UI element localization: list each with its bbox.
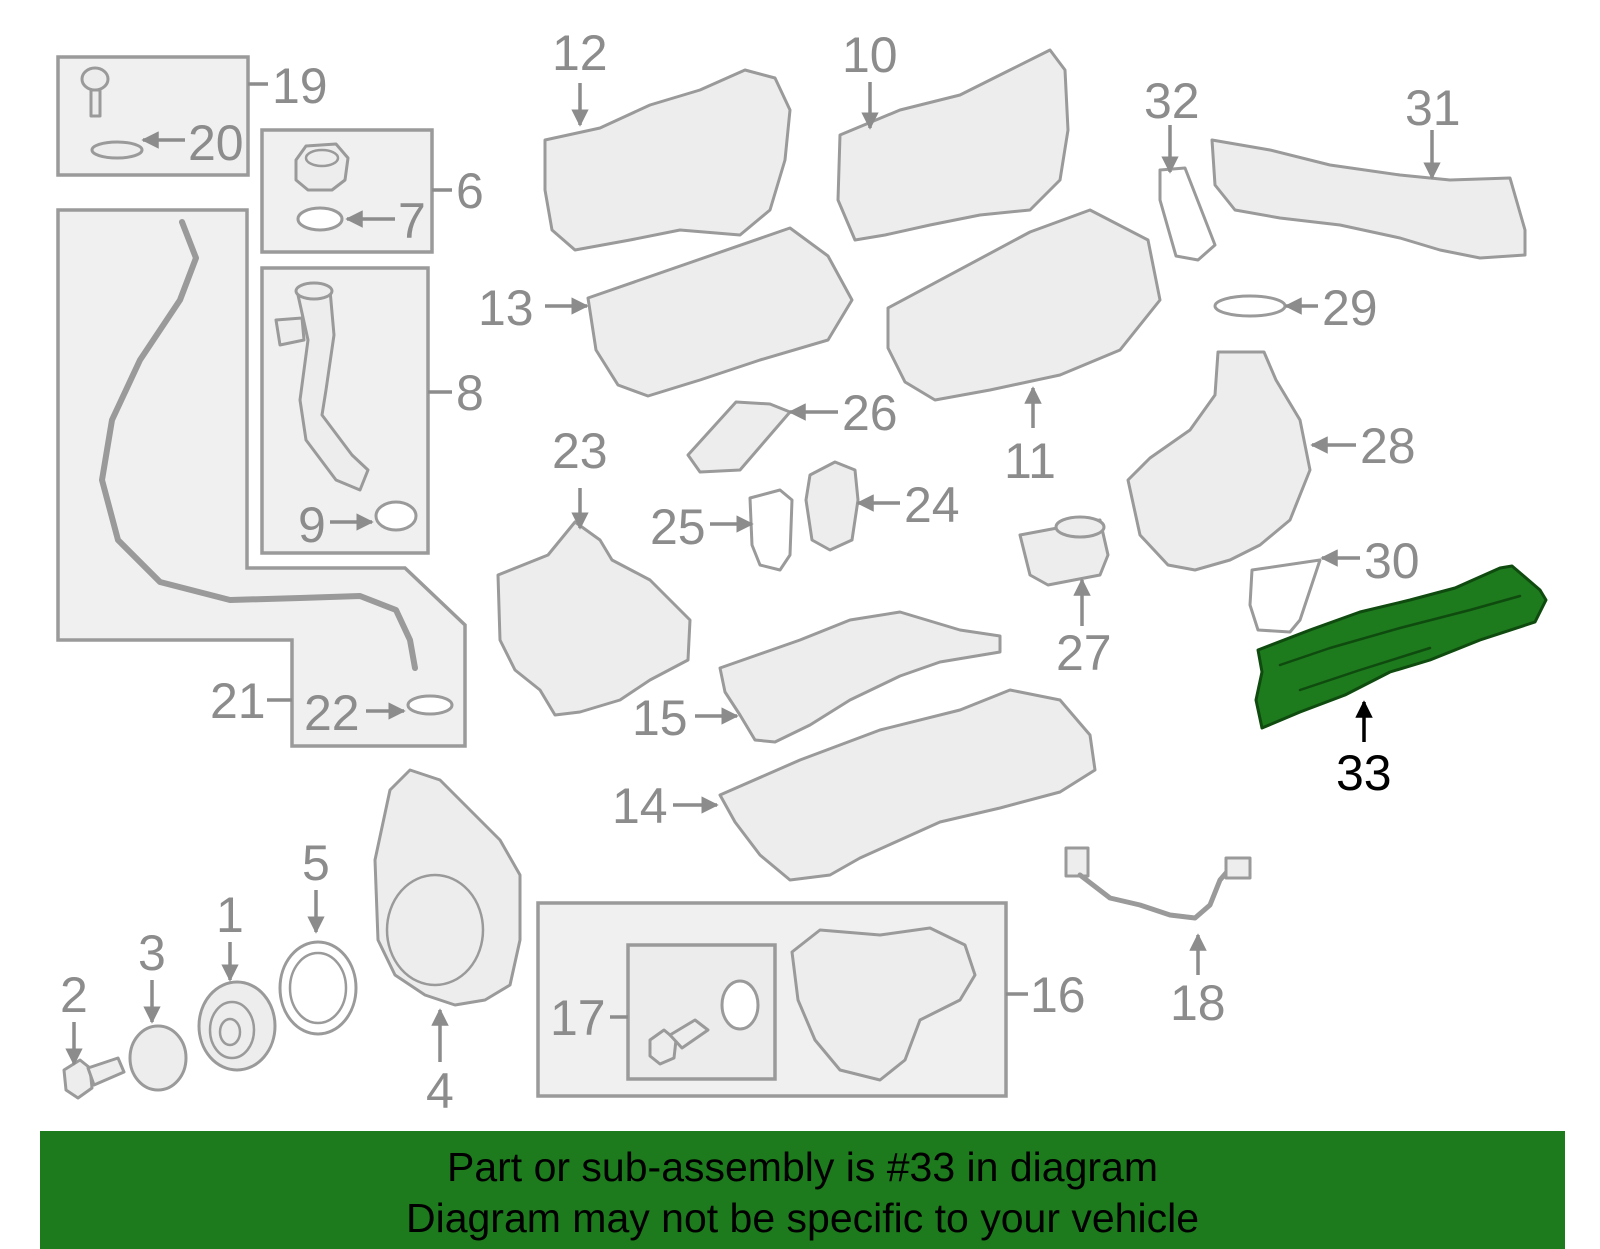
part-8-oil-filler-tube[interactable] — [274, 281, 370, 492]
part-6-oil-filler-cap[interactable] — [294, 142, 350, 192]
part-7-o-ring[interactable] — [296, 206, 344, 232]
part-22-seal[interactable] — [406, 694, 454, 716]
part-31-intake-pipe[interactable] — [1210, 138, 1527, 260]
group-box-6-7 — [260, 128, 434, 254]
part-33-detail — [1278, 594, 1522, 692]
callout-10: 10 — [842, 27, 898, 83]
part-1-pulley[interactable] — [197, 980, 277, 1072]
part-17-drain-plug[interactable] — [648, 979, 760, 1066]
callout-29: 29 — [1322, 280, 1378, 336]
part-28-duct[interactable] — [1126, 350, 1312, 572]
callout-19: 19 — [272, 58, 328, 114]
part-12-gasket[interactable] — [543, 68, 792, 252]
callout-14: 14 — [612, 778, 668, 834]
part-27-oil-filter[interactable] — [1018, 515, 1110, 587]
callout-1: 1 — [216, 887, 244, 943]
part-4-detail — [385, 873, 485, 987]
callout-8: 8 — [456, 365, 484, 421]
callout-24: 24 — [904, 477, 960, 533]
callout-7: 7 — [398, 193, 426, 249]
callout-26: 26 — [842, 385, 898, 441]
part-29-ring[interactable] — [1213, 294, 1287, 318]
part-25-gasket[interactable] — [748, 488, 794, 572]
banner-line-1: Part or sub-assembly is #33 in diagram — [447, 1144, 1158, 1190]
callout-5: 5 — [302, 835, 330, 891]
callout-22: 22 — [304, 685, 360, 741]
part-32-gasket[interactable] — [1158, 166, 1217, 262]
callout-11: 11 — [1004, 433, 1056, 489]
callout-33: 33 — [1336, 745, 1392, 801]
part-23-housing[interactable] — [496, 520, 692, 717]
part-3-washer[interactable] — [128, 1024, 188, 1092]
callout-18: 18 — [1170, 975, 1226, 1031]
part-5-seal[interactable] — [278, 940, 358, 1036]
part-9-seal[interactable] — [374, 500, 418, 532]
group-box-21-22 — [56, 208, 467, 748]
part-33-highlighted[interactable] — [1254, 564, 1548, 730]
callout-6: 6 — [456, 163, 484, 219]
callout-20: 20 — [188, 115, 244, 171]
part-13-gasket[interactable] — [586, 226, 854, 398]
callout-12: 12 — [552, 25, 608, 81]
callout-3: 3 — [138, 925, 166, 981]
callout-31: 31 — [1405, 80, 1461, 136]
callout-28: 28 — [1360, 418, 1416, 474]
part-11-manifold-lower[interactable] — [886, 208, 1162, 402]
callout-30: 30 — [1364, 533, 1420, 589]
info-banner: Part or sub-assembly is #33 in diagram D… — [40, 1131, 1565, 1249]
part-26-gasket[interactable] — [686, 400, 792, 474]
part-18-sensor[interactable] — [1064, 846, 1252, 921]
part-16-oil-pan-lower[interactable] — [790, 926, 977, 1082]
callout-25: 25 — [650, 499, 706, 555]
part-21-dipstick-tube[interactable] — [99, 219, 418, 671]
callout-4: 4 — [426, 1063, 454, 1119]
part-20-seal[interactable] — [90, 140, 144, 160]
banner-line-2: Diagram may not be specific to your vehi… — [405, 1195, 1199, 1241]
callout-2: 2 — [60, 967, 88, 1023]
part-30-gasket[interactable] — [1248, 558, 1322, 634]
callout-15: 15 — [632, 690, 688, 746]
callout-23: 23 — [552, 423, 608, 479]
part-2-bolt[interactable] — [62, 1056, 126, 1100]
callout-21: 21 — [210, 673, 266, 729]
callout-17: 17 — [550, 990, 606, 1046]
part-4-timing-cover[interactable] — [373, 768, 522, 1007]
part-15-baffle[interactable] — [718, 610, 1002, 744]
part-24-cover[interactable] — [804, 460, 860, 552]
part-14-oil-pan[interactable] — [718, 688, 1097, 882]
part-19-dipstick-handle[interactable] — [80, 66, 110, 118]
callout-16: 16 — [1030, 967, 1086, 1023]
callout-9: 9 — [298, 497, 326, 553]
callout-13: 13 — [478, 280, 534, 336]
part-10-intake-manifold[interactable] — [836, 48, 1070, 242]
callout-27: 27 — [1056, 625, 1112, 681]
callout-32: 32 — [1144, 73, 1200, 129]
